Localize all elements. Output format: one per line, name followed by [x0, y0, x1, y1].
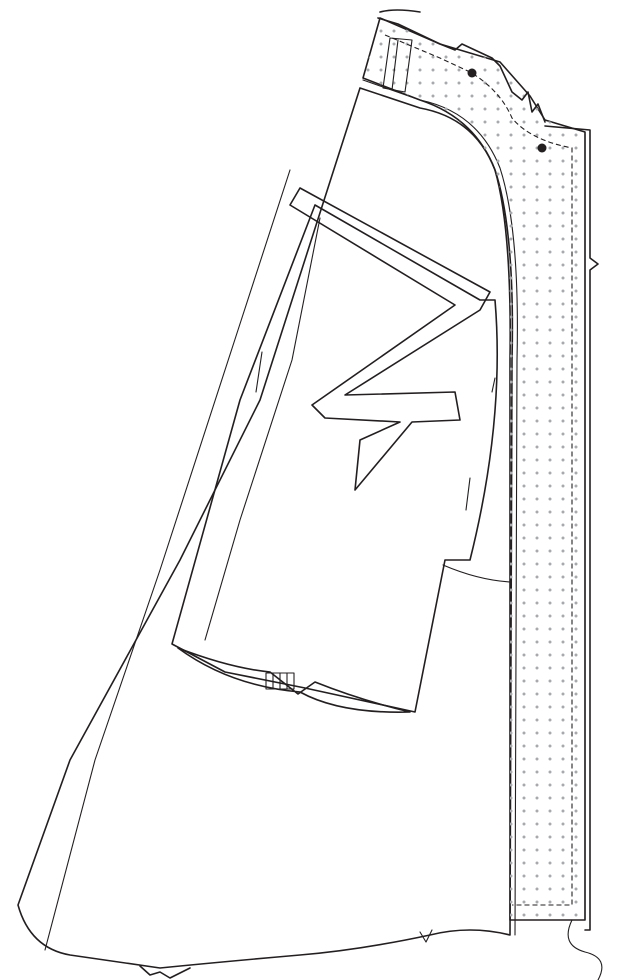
thread-curl	[567, 919, 603, 980]
facing-dots	[363, 18, 585, 920]
notch-marker	[467, 68, 477, 78]
inner-panel-seam	[204, 217, 321, 641]
folded-tab	[289, 187, 491, 491]
inner-panel	[171, 204, 499, 713]
panel-curve	[442, 564, 511, 583]
collar-edge	[377, 9, 546, 123]
seam-tick	[465, 477, 471, 511]
garment-body	[17, 87, 514, 969]
side-seam-line	[44, 169, 291, 951]
hem-foot	[139, 965, 191, 979]
hem-opening	[177, 647, 411, 713]
hem-tab	[265, 672, 295, 690]
seam-tick	[255, 351, 263, 393]
front-edge-line	[362, 79, 518, 936]
stitch-line	[384, 34, 573, 906]
notch-marker	[537, 143, 547, 153]
seam-tick	[491, 377, 496, 393]
outer-right-edge	[544, 125, 599, 931]
collar-band	[382, 37, 413, 93]
hem-notch	[419, 929, 433, 943]
